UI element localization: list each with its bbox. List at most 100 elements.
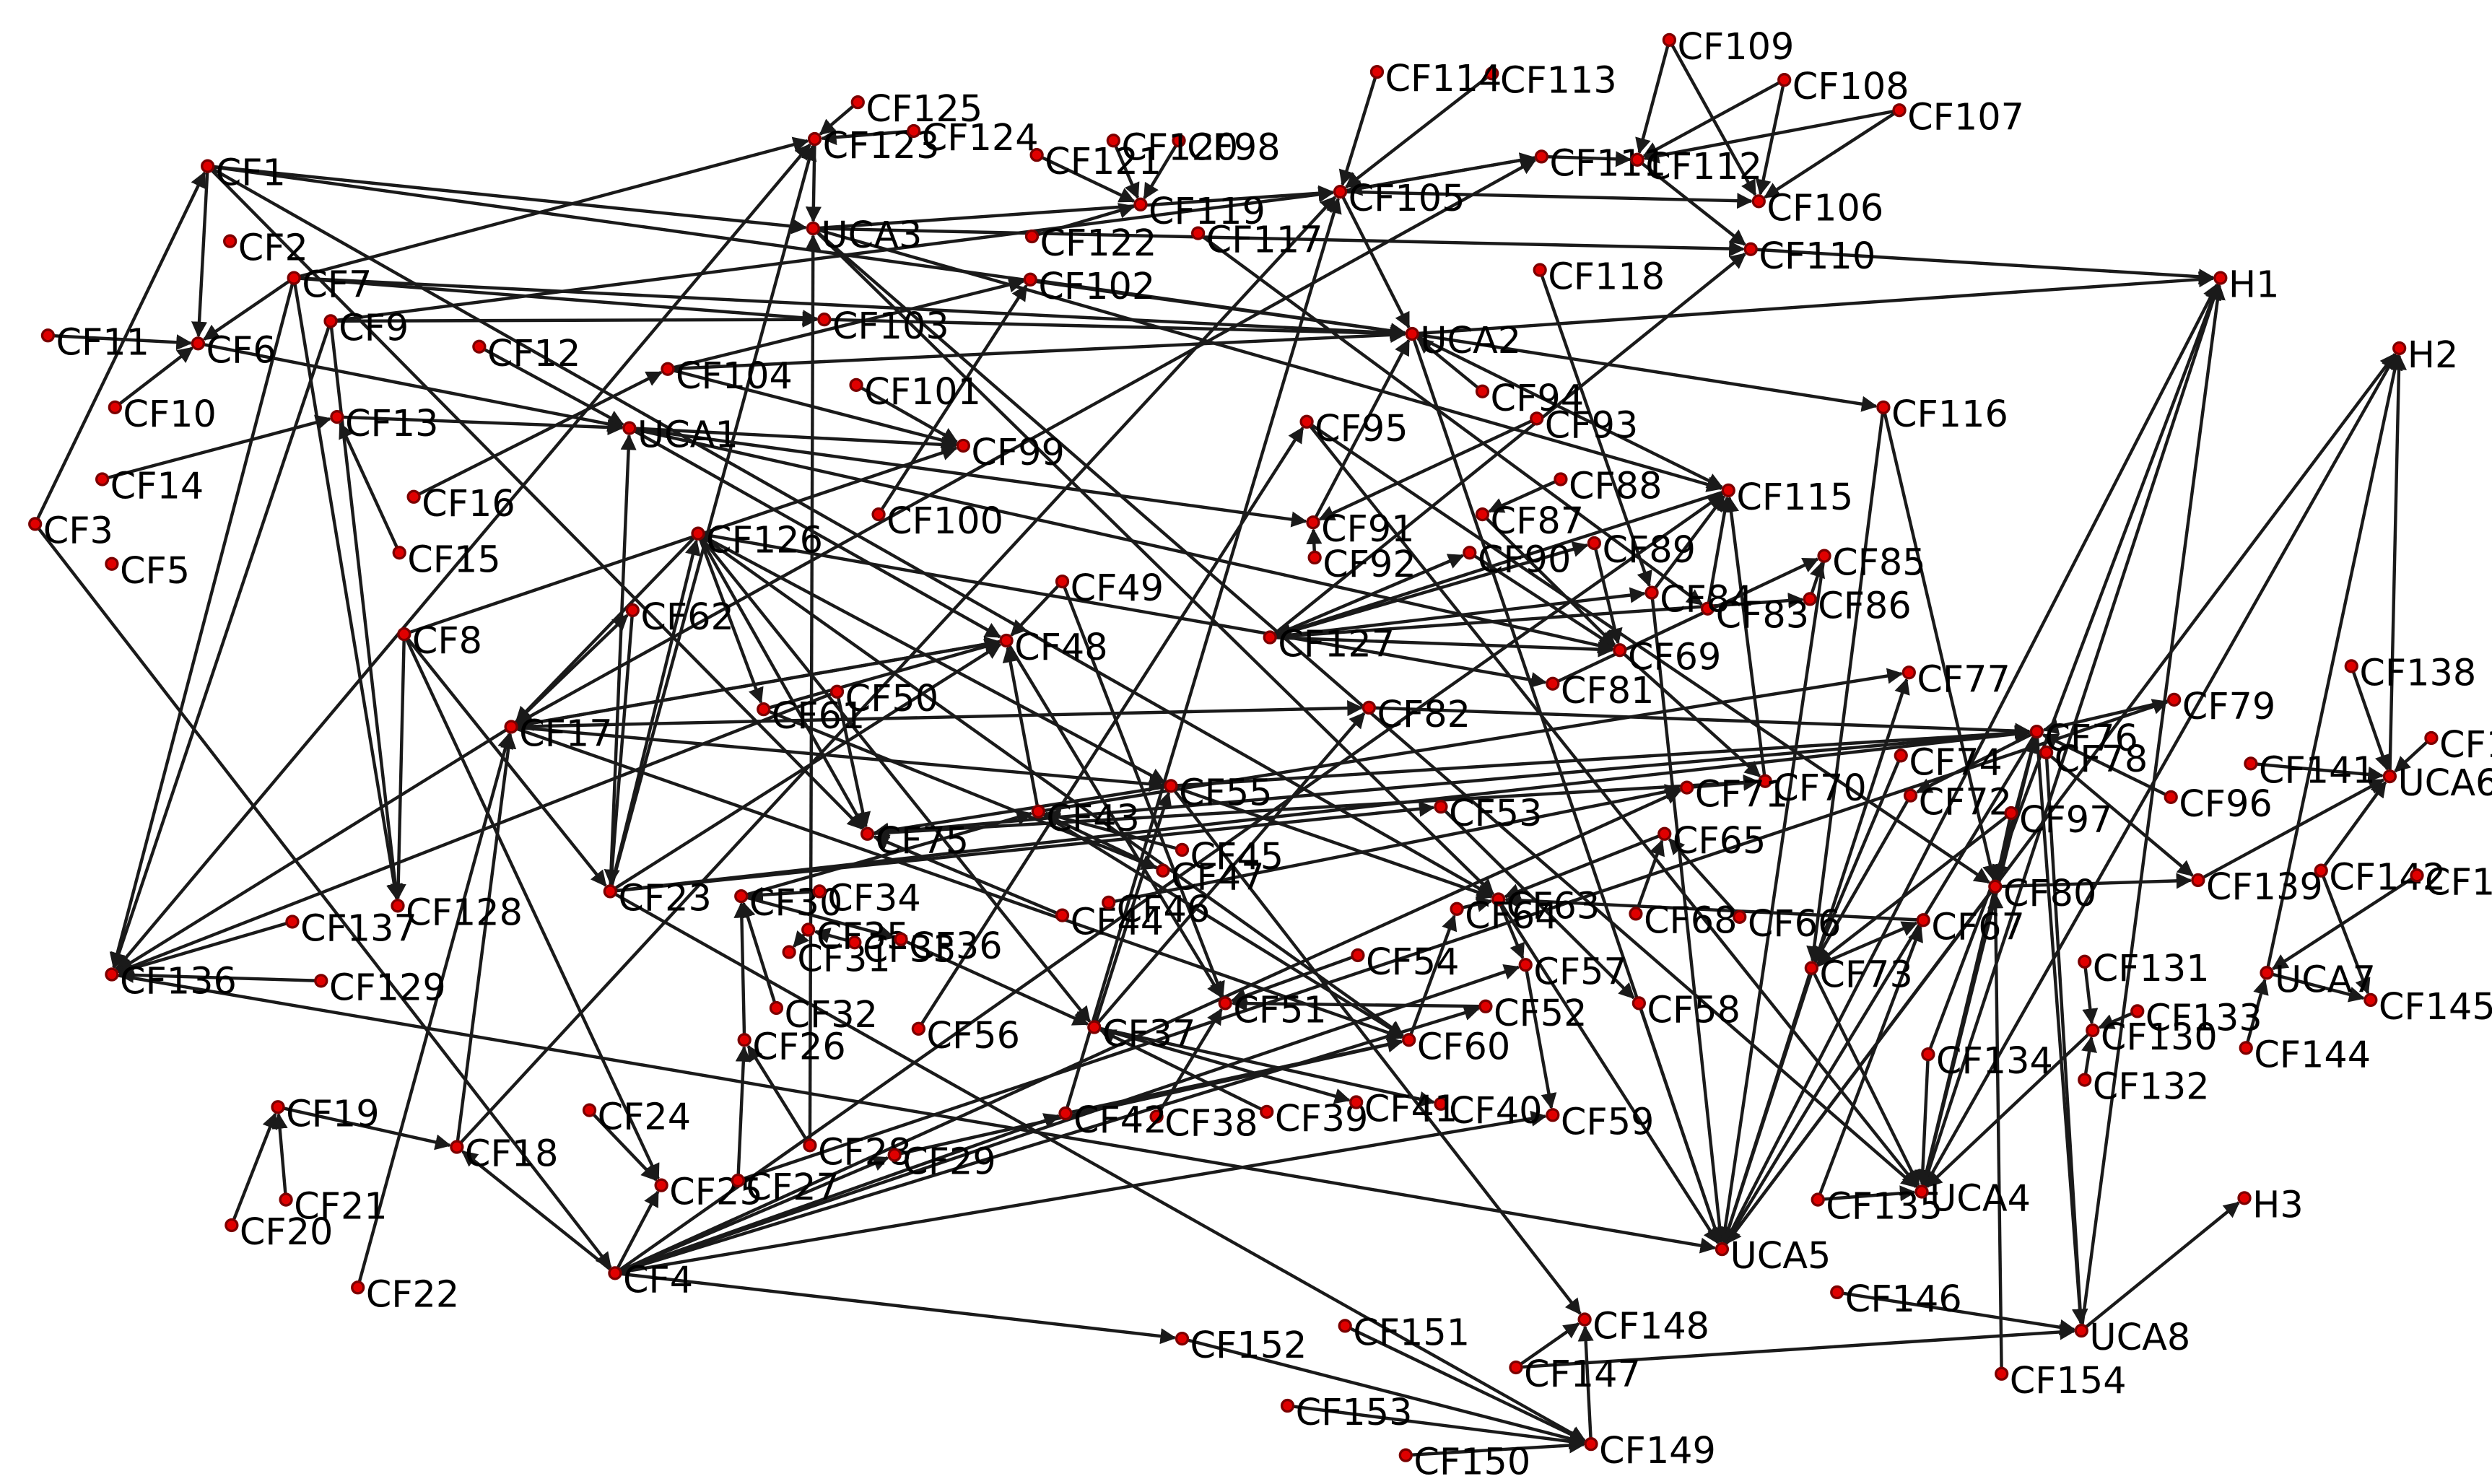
node-dot	[285, 915, 300, 929]
edge-CF4-CF57	[619, 964, 1520, 1273]
node-dot	[1777, 73, 1792, 87]
edge-CF30-CF36	[746, 896, 896, 942]
node-CF131: CF131	[2078, 948, 2210, 990]
edge-CF126-CF61	[698, 538, 764, 704]
node-label: CF118	[1548, 256, 1665, 299]
edge-CF57-CF59	[1525, 970, 1557, 1109]
edge-CF73-UCA4	[1812, 972, 1920, 1187]
node-dot	[201, 159, 215, 173]
node-CF152: CF152	[1175, 1324, 1307, 1367]
node-dot	[1218, 996, 1232, 1011]
node-dot	[2382, 769, 2397, 784]
node-CF43: CF43	[1031, 798, 1140, 840]
edge-CF36-CF37	[905, 940, 1089, 1026]
edge-CF82-CF76	[1374, 706, 2031, 739]
node-dot	[1398, 1448, 1413, 1462]
node-CF7: CF7	[287, 264, 372, 307]
node-label: CF124	[922, 117, 1039, 160]
node-label: CF117	[1206, 219, 1323, 262]
node-dot	[2074, 1323, 2088, 1338]
node-CF108: CF108	[1777, 66, 1909, 108]
node-label: H2	[2408, 334, 2459, 377]
node-label: CF26	[752, 1026, 846, 1068]
node-dot	[1914, 1184, 1929, 1199]
node-dot	[1164, 779, 1178, 793]
node-label: CF70	[1773, 767, 1867, 810]
edge-CF138-UCA6	[2351, 671, 2390, 772]
node-label: CF30	[749, 882, 843, 925]
node-CF35: CF35	[801, 916, 910, 959]
node-CF101: CF101	[849, 371, 981, 414]
node-CF57: CF57	[1518, 951, 1627, 993]
node-CF17: CF17	[504, 713, 613, 756]
edge-CF18-CF17	[456, 732, 517, 1142]
node-dot	[622, 421, 637, 435]
node-dot	[1700, 601, 1715, 616]
edge-CF93-CF91	[1318, 419, 1533, 521]
edge-CF81-CF85	[1557, 557, 1819, 683]
edge-CF55-CF63	[1175, 786, 1494, 900]
node-label: H3	[2252, 1184, 2304, 1226]
node-CF125: CF125	[850, 88, 983, 131]
edge-UCA2-CF115	[1416, 335, 1724, 489]
edge-CF44-CF75	[872, 834, 1058, 915]
node-label: UCA7	[2275, 959, 2376, 1001]
node-dot	[849, 377, 863, 392]
edge-CF4-CF115	[619, 493, 1724, 1272]
edge-CF48-CF51	[1008, 645, 1223, 999]
node-dot	[1106, 134, 1120, 148]
node-dot	[2410, 868, 2424, 883]
node-CF4: CF4	[608, 1259, 693, 1301]
node-dot	[911, 1021, 925, 1036]
node-label: CF37	[1102, 1013, 1196, 1056]
node-UCA7: UCA7	[2260, 959, 2376, 1001]
node-dot	[1662, 32, 1677, 47]
node-label: CF42	[1073, 1099, 1167, 1142]
node-label: CF14	[110, 465, 204, 507]
edge-UCA1-CF99	[635, 427, 958, 453]
edge-CF1-CF6	[191, 172, 209, 338]
node-dot	[1644, 585, 1659, 600]
node-label: CF109	[1677, 26, 1794, 69]
node-dot	[817, 312, 832, 327]
edge-CF28-UCA3	[805, 234, 822, 1140]
node-label: CF81	[1561, 670, 1655, 712]
node-CF15: CF15	[392, 538, 501, 581]
node-CF146: CF146	[1830, 1278, 1962, 1321]
edge-CF63-UCA5	[1500, 903, 1720, 1244]
node-dot	[351, 1280, 365, 1295]
node-label: CF44	[1071, 902, 1164, 944]
node-label: CF5	[120, 550, 190, 593]
node-label: CF127	[1278, 624, 1395, 666]
node-label: CF138	[2359, 652, 2476, 694]
node-dot	[603, 884, 617, 899]
node-label: CF41	[1364, 1088, 1458, 1131]
node-label: CF139	[2206, 866, 2323, 909]
node-label: CF45	[1190, 836, 1284, 878]
node-dot	[829, 684, 845, 699]
node-dot	[1349, 1095, 1364, 1109]
node-CF29: CF29	[887, 1141, 996, 1184]
node-dot	[1362, 700, 1377, 715]
node-label: CF36	[909, 925, 1003, 968]
node-label: CF20	[240, 1211, 334, 1254]
node-CF151: CF151	[1338, 1311, 1470, 1354]
node-dot	[625, 603, 640, 618]
edge-CF91-UCA2	[1314, 339, 1411, 518]
edge-UCA3-CF110	[819, 227, 1746, 257]
node-label: CF113	[1500, 59, 1617, 102]
edge-CF78-UCA8	[2044, 758, 2088, 1325]
edge-CF127-CF69	[1276, 636, 1614, 658]
node-dot	[1475, 507, 1490, 522]
node-dot	[1299, 414, 1314, 429]
node-label: CF137	[300, 908, 417, 951]
node-label: CF133	[2145, 997, 2262, 1039]
node-label: CF67	[1931, 906, 2025, 948]
node-dot	[1306, 515, 1320, 530]
node-label: CF148	[1593, 1306, 1709, 1348]
edge-CF70-CF115	[1723, 496, 1766, 776]
node-dot	[1546, 1108, 1560, 1122]
node-dot	[28, 517, 43, 531]
node-CF25: CF25	[654, 1171, 763, 1214]
node-label: CF69	[1628, 636, 1722, 678]
